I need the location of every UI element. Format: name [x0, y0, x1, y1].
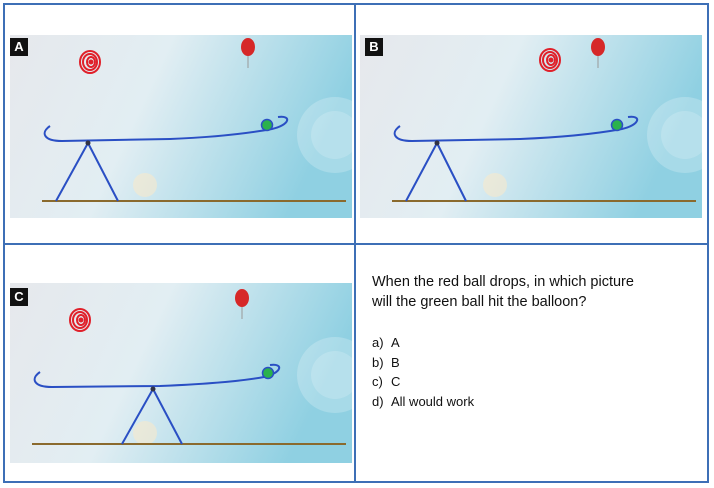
panel-a: A	[10, 35, 352, 218]
seesaw-plank	[33, 363, 280, 389]
light-flare	[311, 111, 352, 159]
option-b[interactable]: b) B	[372, 353, 474, 373]
panel-c-scene	[10, 283, 352, 463]
green-ball	[260, 118, 274, 132]
light-flare	[133, 421, 157, 445]
panel-b: B	[360, 35, 702, 218]
question-text: When the red ball drops, in which pictur…	[372, 272, 692, 312]
balloon	[235, 289, 249, 319]
seesaw-support	[121, 388, 183, 445]
option-text: All would work	[391, 393, 475, 409]
red-ball	[69, 308, 91, 332]
seesaw-pivot	[434, 140, 440, 146]
option-a[interactable]: a) A	[372, 333, 474, 353]
grid-divider-horizontal	[3, 243, 709, 245]
light-flare	[647, 97, 702, 173]
balloon	[241, 38, 255, 68]
balloon	[591, 38, 605, 68]
sky-background	[10, 283, 352, 463]
panel-c: C	[10, 283, 352, 463]
question-line-2: will the green ball hit the balloon?	[372, 294, 587, 310]
option-text: C	[391, 374, 401, 389]
option-text: A	[391, 335, 400, 350]
option-letter: a)	[372, 335, 384, 350]
option-d[interactable]: d) All would work	[372, 392, 474, 412]
panel-a-scene	[10, 35, 352, 218]
seesaw-plank	[43, 115, 288, 143]
red-ball	[539, 48, 561, 72]
seesaw-support	[55, 142, 119, 202]
sky-background	[10, 35, 352, 218]
option-letter: c)	[372, 374, 383, 389]
seesaw-support	[405, 142, 467, 202]
light-flare	[661, 111, 702, 159]
panel-a-label: A	[10, 38, 28, 56]
option-letter: d)	[372, 393, 384, 409]
light-flare	[297, 97, 352, 173]
green-ball	[610, 118, 624, 132]
red-ball	[79, 50, 101, 74]
panel-b-label: B	[365, 38, 383, 56]
seesaw-pivot	[85, 140, 91, 146]
option-letter: b)	[372, 354, 384, 370]
sky-background	[360, 35, 702, 218]
seesaw-plank	[393, 115, 638, 143]
option-text: B	[391, 354, 400, 370]
seesaw-pivot	[150, 386, 156, 392]
option-c[interactable]: c) C	[372, 372, 474, 392]
light-flare	[297, 337, 352, 413]
light-flare	[483, 173, 507, 197]
light-flare	[311, 351, 352, 399]
green-ball	[261, 366, 275, 380]
panel-b-scene	[360, 35, 702, 218]
question-line-1: When the red ball drops, in which pictur…	[372, 274, 634, 290]
panel-c-label: C	[10, 288, 28, 306]
answer-options: a) A b) B c) C d) All would work	[372, 333, 474, 411]
light-flare	[133, 173, 157, 197]
